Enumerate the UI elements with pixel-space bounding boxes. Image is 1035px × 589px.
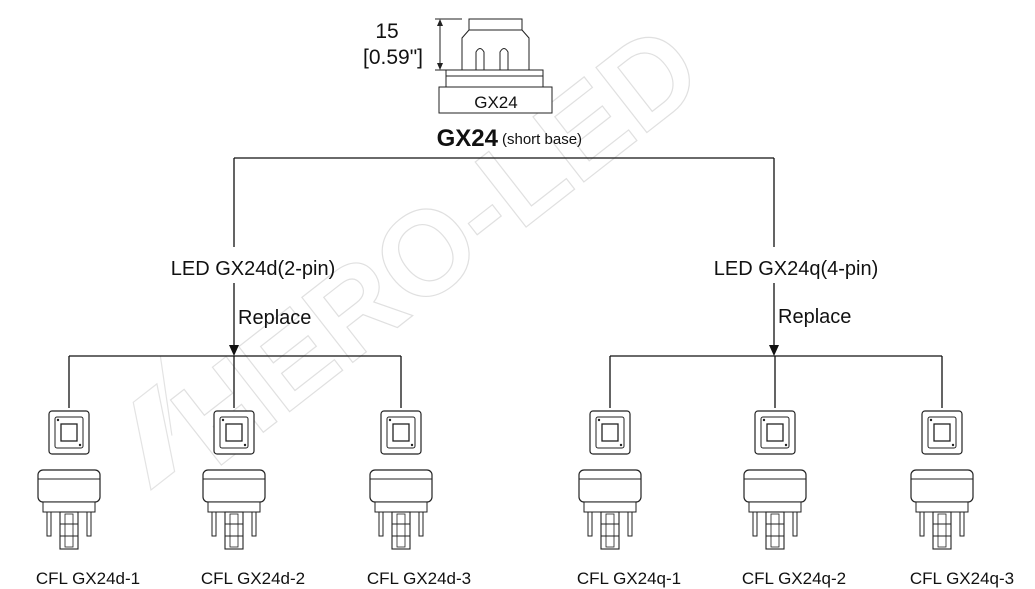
cfl-lamp-icon <box>743 410 807 550</box>
watermark-logo-icon <box>132 355 176 492</box>
base-title-note: (short base) <box>502 131 582 148</box>
cfl-lamp-icon <box>369 410 433 550</box>
base-block <box>438 86 553 114</box>
dimension-mm: 15 <box>375 20 398 43</box>
arrow-down-icon <box>769 345 779 356</box>
base-pins <box>475 48 509 70</box>
cfl-lamp-icon <box>202 410 266 550</box>
sub-connector-2pin <box>68 355 402 408</box>
cfl-lamps <box>37 410 974 550</box>
base-pin-housing <box>461 18 530 70</box>
base-label: GX24 <box>474 93 517 112</box>
cfl-lamp-icon <box>37 410 101 550</box>
dimension-inch: [0.59"] <box>363 46 423 69</box>
cfl-label: CFL GX24d-1 <box>36 569 140 588</box>
branch-label-4pin: LED GX24q(4-pin) <box>714 258 879 280</box>
cfl-lamp-icon <box>578 410 642 550</box>
sub-connector-4pin <box>609 355 943 408</box>
cfl-lamp-icon <box>910 410 974 550</box>
branch-label-2pin: LED GX24d(2-pin) <box>171 258 336 280</box>
base-title: GX24 <box>437 125 499 152</box>
cfl-label: CFL GX24q-2 <box>742 569 846 588</box>
arrow-down-icon <box>229 345 239 356</box>
replace-arrow-2pin <box>229 283 239 356</box>
replace-label-2pin: Replace <box>238 307 311 329</box>
cfl-label: CFL GX24q-3 <box>910 569 1014 588</box>
cfl-label: CFL GX24d-2 <box>201 569 305 588</box>
base-collar <box>445 69 544 88</box>
gx24-base-drawing <box>435 18 553 114</box>
cfl-label: CFL GX24q-1 <box>577 569 681 588</box>
replace-label-4pin: Replace <box>778 306 851 328</box>
cfl-label: CFL GX24d-3 <box>367 569 471 588</box>
replace-arrow-4pin <box>769 283 779 356</box>
tree-connector <box>233 157 775 247</box>
